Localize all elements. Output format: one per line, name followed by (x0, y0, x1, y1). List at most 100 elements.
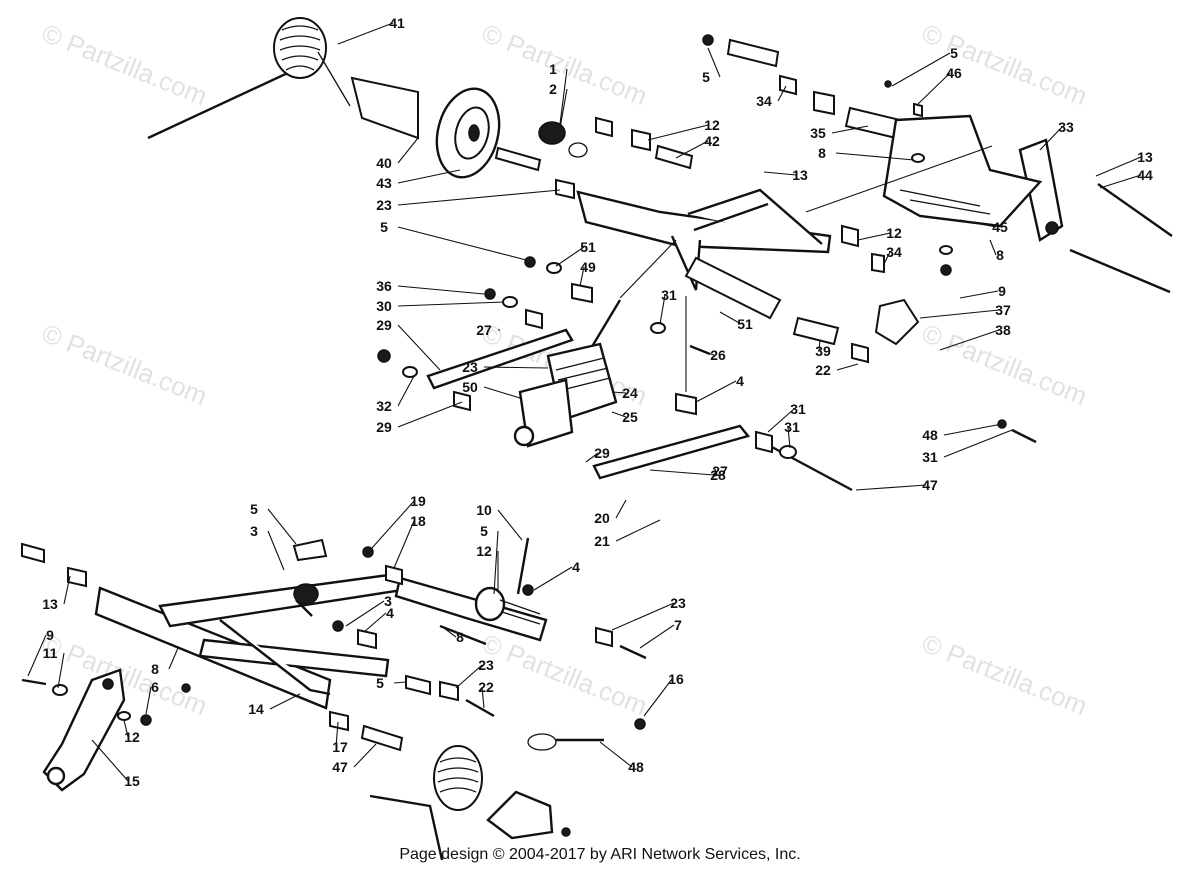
callout-label: 51 (737, 316, 753, 332)
callout-label: 19 (410, 493, 426, 509)
callout-leader (393, 681, 407, 684)
watermark-text: © Partzilla.com (478, 18, 652, 111)
bolt-48 (1011, 428, 1037, 444)
washer-8b (911, 153, 925, 163)
callout-leader (363, 612, 387, 633)
top-bracket-bolt (726, 38, 780, 68)
callout-label: 37 (995, 302, 1011, 318)
callout-label: 26 (710, 347, 726, 363)
callout-label: 36 (376, 278, 392, 294)
bushing-12e (439, 680, 459, 702)
screw-13 (181, 683, 191, 693)
callout-leader (1099, 174, 1142, 189)
callout-leader (857, 232, 891, 241)
idler-wheel-43 (435, 87, 501, 179)
bushing-12b (813, 90, 835, 116)
nut-5d (362, 546, 374, 558)
nut-5e (522, 584, 534, 596)
footer-copyright: Page design © 2004-2017 by ARI Network S… (399, 846, 801, 863)
callout-leader (675, 140, 709, 159)
callout-leader (1095, 156, 1142, 177)
callout-leader (891, 52, 951, 87)
nut-30b (377, 349, 391, 363)
spacer-49 (571, 282, 593, 304)
callout-leader (493, 530, 499, 595)
callout-label: 31 (922, 449, 938, 465)
skid-mount-45 (882, 114, 1043, 228)
callout-leader (585, 452, 599, 463)
callout-label: 39 (815, 343, 831, 359)
callout-label: 11 (43, 645, 58, 661)
callout-leader (611, 602, 675, 631)
callout-label: 8 (151, 661, 159, 677)
callout-label: 2 (549, 81, 557, 97)
callout-leader (639, 624, 675, 649)
front-shock (394, 576, 548, 642)
callout-label: 45 (992, 219, 1008, 235)
callout-label: 14 (248, 701, 264, 717)
tube-end (21, 542, 45, 564)
nut-30 (484, 288, 496, 300)
callout-leader (787, 426, 791, 449)
callout-leader (831, 125, 869, 134)
torsion-spring-17 (369, 745, 483, 861)
upper-a-arm (576, 188, 832, 291)
callout-leader (63, 575, 71, 605)
pin-14 (405, 674, 431, 696)
callout-label: 4 (386, 605, 394, 621)
callout-leader (335, 721, 339, 748)
callout-label: 44 (1137, 167, 1153, 183)
callout-label: 23 (462, 359, 478, 375)
callout-label: 25 (622, 409, 638, 425)
callout-label: 23 (478, 657, 494, 673)
callout-label: 6 (151, 679, 159, 695)
nut-9b (140, 714, 152, 726)
callout-label: 12 (886, 225, 902, 241)
callout-label: 27 (712, 463, 728, 479)
watermark-text: © Partzilla.com (38, 318, 212, 411)
bushing-12d (357, 628, 377, 650)
nut-9 (940, 264, 952, 276)
lower-a-arm (158, 572, 404, 696)
callout-label: 49 (580, 259, 596, 275)
callout-label: 4 (736, 373, 744, 389)
spacer-23b (851, 342, 869, 364)
callout-label: 29 (376, 419, 392, 435)
shaft-35 (844, 106, 902, 140)
callout-leader (643, 678, 673, 717)
callout-leader (855, 484, 927, 491)
callout-label: 43 (376, 175, 392, 191)
callout-label: 10 (476, 502, 492, 518)
callout-leader (917, 72, 951, 105)
callout-leader (555, 246, 585, 267)
torsion-spring-41 (273, 17, 351, 107)
screw-46 (913, 102, 923, 118)
callout-leader (611, 391, 627, 394)
bolt-36 (1069, 248, 1171, 294)
callout-label: 5 (376, 675, 384, 691)
spacer-23 (555, 178, 575, 200)
callout-label: 4 (572, 559, 580, 575)
link-rod-27 (592, 424, 751, 480)
bushing-12c (841, 224, 859, 248)
callout-label: 34 (756, 93, 772, 109)
callout-leader (371, 500, 415, 549)
callout-label: 50 (462, 379, 478, 395)
link-rod-27b (426, 328, 574, 390)
callout-label: 9 (46, 627, 54, 643)
callout-label: 20 (594, 510, 610, 526)
upper-assembly (147, 17, 1173, 492)
bolt-4c (439, 624, 487, 646)
callout-leader (57, 652, 65, 689)
spacer-23d (329, 710, 349, 732)
callout-leader (835, 152, 915, 161)
callout-leader (397, 285, 485, 295)
callout-label: 27 (476, 322, 492, 338)
callout-label: 5 (950, 45, 958, 61)
callout-label: 15 (124, 773, 140, 789)
callout-label: 42 (704, 133, 720, 149)
callout-label: 31 (790, 401, 806, 417)
callout-label: 22 (815, 362, 831, 378)
snap-ring-1 (568, 142, 588, 158)
